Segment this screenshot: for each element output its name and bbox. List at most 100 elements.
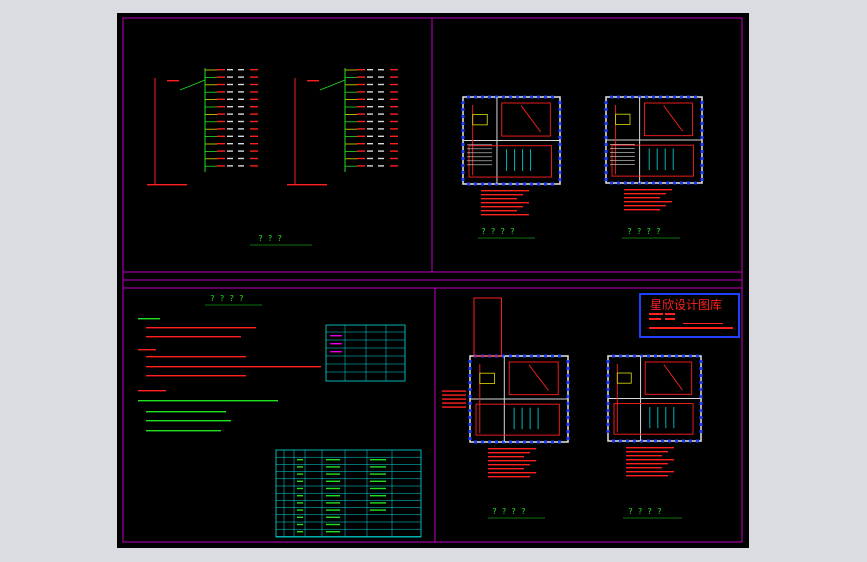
circuit-label xyxy=(357,69,365,71)
window-mark xyxy=(604,171,608,174)
window-mark xyxy=(645,181,648,185)
window-mark xyxy=(604,129,608,132)
window-mark xyxy=(558,122,562,125)
circuit-label xyxy=(250,83,258,86)
window-mark xyxy=(700,108,704,111)
equipment-box xyxy=(479,372,495,384)
legend-scribble xyxy=(481,210,517,212)
window-mark xyxy=(461,115,465,118)
table-cell-text xyxy=(297,531,303,533)
circuit-label xyxy=(378,150,384,152)
label-scribble xyxy=(167,80,179,82)
window-mark xyxy=(558,150,562,153)
window-mark xyxy=(558,115,562,118)
circuit-label xyxy=(250,157,258,160)
circuit-label xyxy=(378,143,384,145)
legend-scribble xyxy=(481,198,517,200)
circuit-label xyxy=(217,113,225,115)
circuit-label xyxy=(390,135,398,137)
window-mark xyxy=(687,181,690,185)
circuit-label xyxy=(357,83,365,86)
window-mark xyxy=(468,437,472,440)
table-cell-text xyxy=(370,495,386,497)
window-mark xyxy=(610,95,613,99)
circuit-label xyxy=(357,150,365,152)
legend-scribble xyxy=(626,455,662,457)
circuit-label xyxy=(217,120,225,123)
label-scribble xyxy=(307,80,319,82)
window-mark xyxy=(654,354,657,358)
wiring-loop xyxy=(508,361,559,396)
window-mark xyxy=(566,402,570,405)
window-mark xyxy=(461,101,465,104)
window-mark xyxy=(612,354,615,358)
window-mark xyxy=(606,381,610,384)
window-mark xyxy=(566,367,570,370)
note-line xyxy=(146,430,221,432)
legend-scribble xyxy=(481,202,529,204)
window-mark xyxy=(619,439,622,443)
window-mark xyxy=(468,388,472,391)
system-diagram-panel xyxy=(147,68,398,186)
window-mark xyxy=(509,354,512,358)
window-mark xyxy=(461,122,465,125)
note-line xyxy=(138,390,166,392)
circuit-label xyxy=(367,106,373,108)
notes-title: ? ? ? ? xyxy=(210,294,244,303)
window-mark xyxy=(619,354,622,358)
note-line xyxy=(138,400,278,402)
floor-plan-top-left-title: ? ? ? ? xyxy=(481,227,515,236)
window-mark xyxy=(468,409,472,412)
circuit-label xyxy=(227,106,233,108)
window-mark xyxy=(668,439,671,443)
circuit-label xyxy=(238,98,244,100)
window-mark xyxy=(640,439,643,443)
window-mark xyxy=(558,108,562,111)
window-mark xyxy=(558,101,562,104)
circuit-label xyxy=(390,165,398,167)
window-mark xyxy=(633,354,636,358)
window-mark xyxy=(461,157,465,160)
circuit-label xyxy=(227,98,233,100)
window-mark xyxy=(682,439,685,443)
window-mark xyxy=(604,101,608,104)
equipment-box xyxy=(616,372,632,384)
window-mark xyxy=(647,354,650,358)
floor-plan-top-right-title: ? ? ? ? xyxy=(627,227,661,236)
window-mark xyxy=(661,354,664,358)
wiring-loop xyxy=(644,361,693,395)
circuit-label xyxy=(238,143,244,145)
circuit-label xyxy=(217,83,225,86)
legend-table-small xyxy=(325,324,406,382)
circuit-label xyxy=(250,120,258,123)
legend-scribble xyxy=(626,451,668,453)
legend-symbol xyxy=(330,351,342,353)
window-mark xyxy=(700,143,704,146)
label-scribble xyxy=(287,184,327,186)
window-mark xyxy=(652,181,655,185)
note-line xyxy=(146,356,246,358)
window-mark xyxy=(551,440,554,444)
window-mark xyxy=(481,440,484,444)
equipment-box xyxy=(615,113,631,125)
window-mark xyxy=(606,430,610,433)
window-mark xyxy=(700,157,704,160)
table-cell-text xyxy=(326,516,340,518)
legend-scribble xyxy=(624,193,666,195)
circuit-label xyxy=(390,157,398,160)
window-mark xyxy=(516,354,519,358)
stamp-title: 星欣设计图库 xyxy=(650,297,722,312)
window-mark xyxy=(631,95,634,99)
table-cell-text xyxy=(297,509,303,511)
window-mark xyxy=(604,108,608,111)
window-mark xyxy=(558,164,562,167)
circuit-label xyxy=(217,165,225,167)
circuit-label xyxy=(238,91,244,93)
window-mark xyxy=(468,423,472,426)
window-mark xyxy=(467,95,470,99)
window-mark xyxy=(624,181,627,185)
system-diagram-title: ? ? ? xyxy=(258,234,282,243)
window-mark xyxy=(566,416,570,419)
table-cell-text xyxy=(326,509,340,511)
